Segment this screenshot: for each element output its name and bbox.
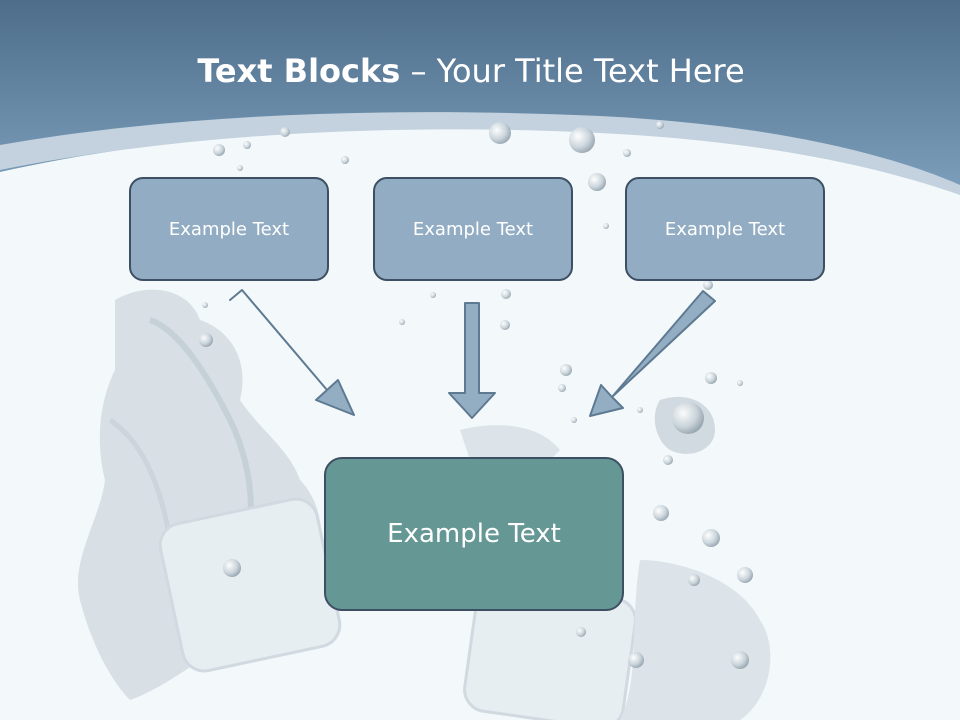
text-block-2[interactable]: Example Text bbox=[373, 177, 573, 281]
text-block-1[interactable]: Example Text bbox=[129, 177, 329, 281]
arrows bbox=[229, 289, 716, 419]
title-rest-part: – Your Title Text Here bbox=[400, 52, 745, 90]
text-block-2-label: Example Text bbox=[412, 218, 534, 240]
arrow-right-to-center bbox=[589, 290, 716, 417]
header-band bbox=[0, 0, 960, 185]
arrow-left-to-center bbox=[229, 289, 355, 416]
target-text-block-label: Example Text bbox=[387, 519, 561, 549]
text-block-3[interactable]: Example Text bbox=[625, 177, 825, 281]
text-block-1-label: Example Text bbox=[168, 218, 290, 240]
arrow-middle-down bbox=[448, 302, 496, 419]
bubbles-decoration bbox=[199, 121, 753, 669]
slide-title: Text Blocks – Your Title Text Here bbox=[0, 52, 942, 90]
title-bold-part: Text Blocks bbox=[197, 52, 401, 90]
header-wave-highlight bbox=[0, 112, 960, 195]
target-text-block[interactable]: Example Text bbox=[324, 457, 624, 611]
text-block-3-label: Example Text bbox=[664, 218, 786, 240]
